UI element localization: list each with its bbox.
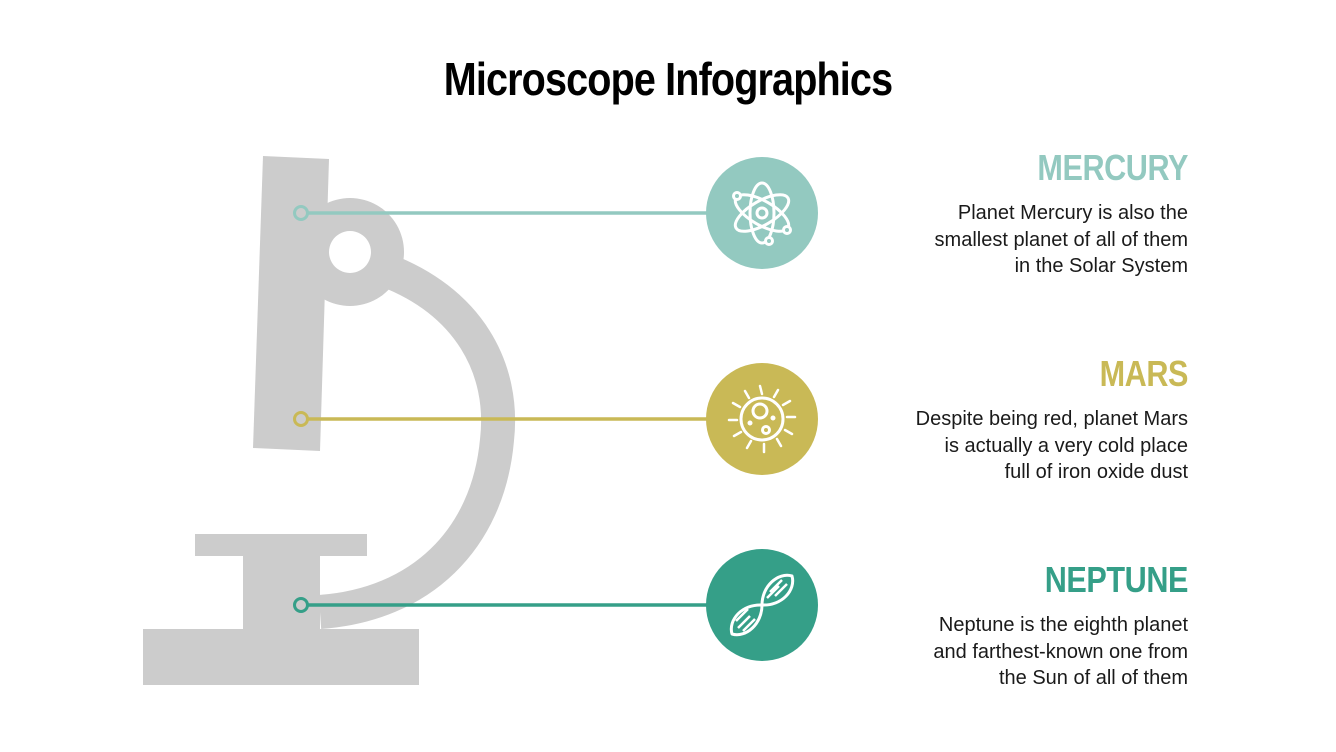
neptune-icon-circle: [706, 549, 818, 661]
description-line: Planet Mercury is also the: [957, 202, 1188, 224]
cell-icon: [727, 384, 797, 454]
info-item-mars: MARS Despite being red, planet Mars is a…: [828, 353, 1189, 486]
neptune-heading: NEPTUNE: [1044, 559, 1189, 600]
description-line: full of iron oxide dust: [1004, 461, 1188, 483]
description-line: and farthest-known one from: [933, 640, 1188, 663]
microscope-pillar: [243, 555, 320, 631]
mars-description: Despite being red, planet Mars is actual…: [828, 406, 1188, 486]
connector-neptune: [293, 597, 710, 613]
mercury-heading: MERCURY: [1037, 147, 1188, 188]
info-item-neptune: NEPTUNE Neptune is the eighth planet and…: [828, 560, 1188, 692]
microscope-stage: [195, 534, 367, 556]
description-line: Despite being red, planet Mars: [915, 408, 1188, 430]
mercury-icon-circle: [706, 157, 818, 269]
neptune-description: Neptune is the eighth planet and farthes…: [828, 612, 1188, 692]
mars-icon-circle: [706, 363, 818, 475]
connector-mercury: [293, 205, 710, 221]
description-line: smallest planet of all of them: [934, 228, 1188, 251]
connector-mars: [293, 411, 710, 427]
description-line: the Sun of all of them: [998, 667, 1188, 689]
microscope-base: [143, 629, 419, 685]
atom-icon: [732, 181, 792, 246]
mars-heading: MARS: [1099, 353, 1189, 394]
mercury-description: Planet Mercury is also the smallest plan…: [828, 200, 1188, 280]
description-line: in the Solar System: [1014, 255, 1188, 277]
microscope-knob: [296, 198, 405, 307]
description-line: is actually a very cold place: [944, 434, 1188, 457]
page-title: Microscope Infographics: [443, 53, 893, 105]
microscope-arm: [318, 251, 515, 629]
info-item-mercury: MERCURY Planet Mercury is also the small…: [828, 147, 1189, 280]
dna-icon: [729, 573, 795, 637]
description-line: Neptune is the eighth planet: [938, 614, 1188, 636]
microscope-tube: [253, 156, 329, 451]
microscope-illustration: [143, 156, 515, 685]
